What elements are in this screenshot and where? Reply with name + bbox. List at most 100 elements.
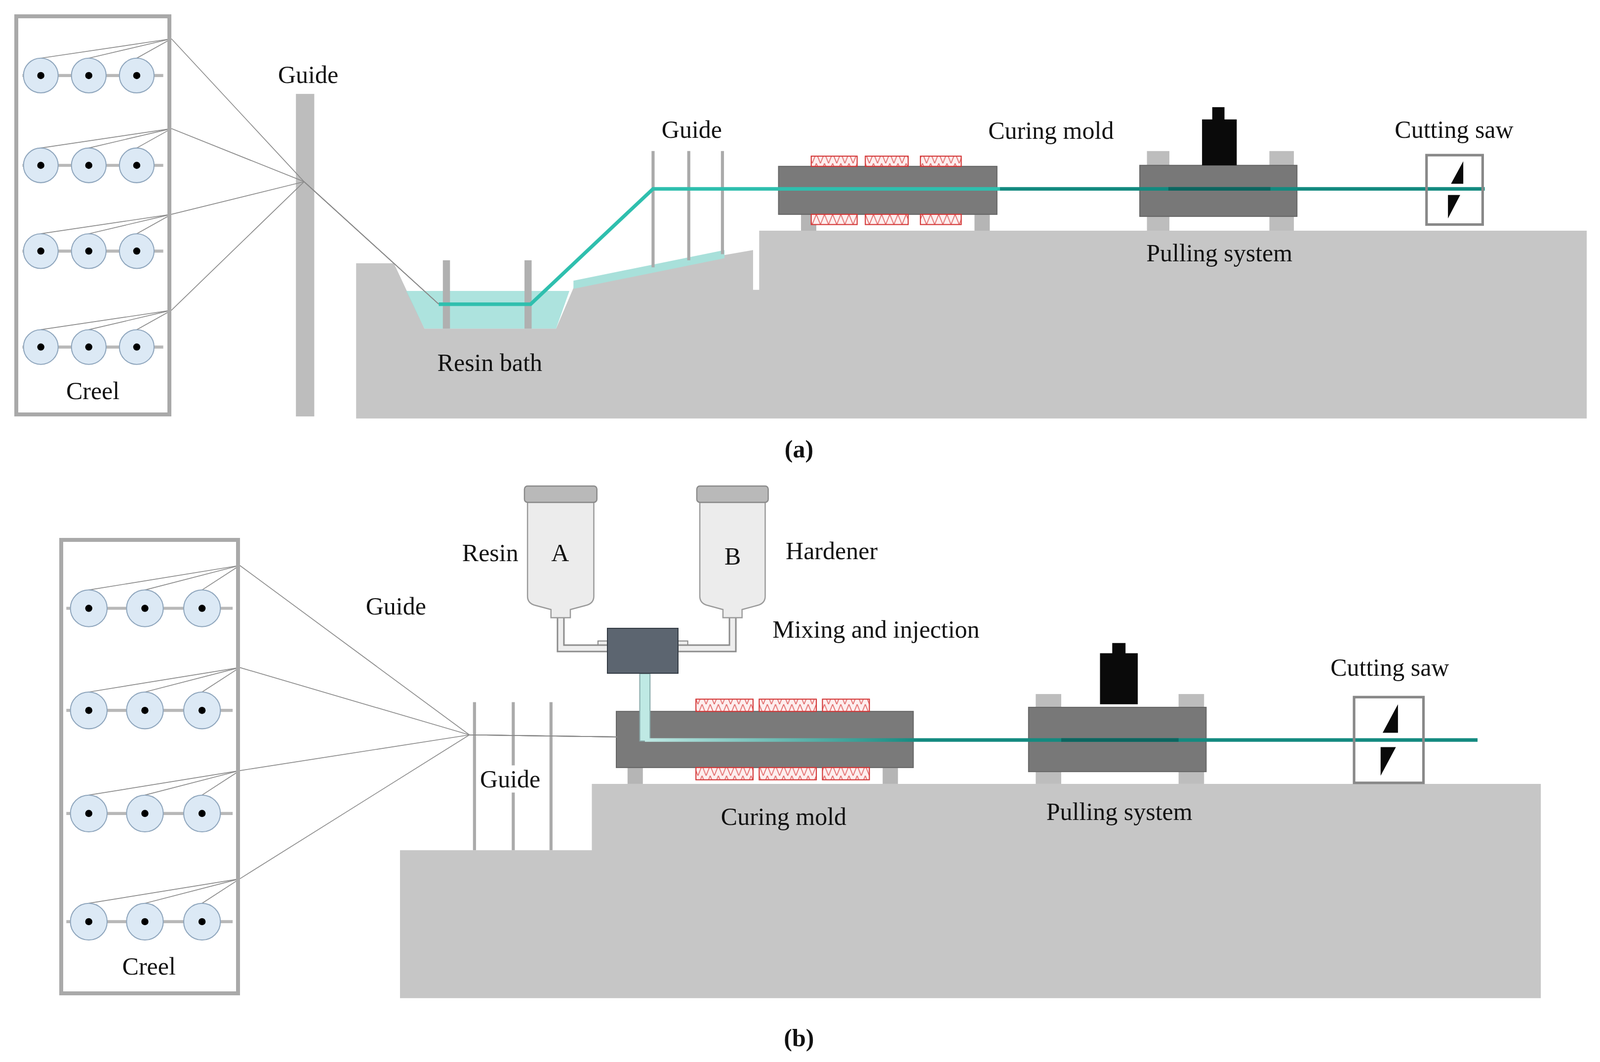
actuator	[1212, 107, 1225, 121]
mold-foot	[882, 767, 898, 784]
guide-post	[295, 93, 315, 417]
fiber-strand	[171, 39, 439, 305]
spool	[183, 691, 221, 729]
spool	[119, 329, 155, 364]
node-text: A	[551, 539, 569, 567]
puller-body	[1139, 165, 1297, 217]
spool-hub	[133, 247, 141, 255]
spool-hub	[37, 247, 44, 255]
heater	[759, 698, 817, 712]
machine-base	[356, 230, 1587, 419]
fiber-strand	[240, 667, 618, 737]
heater	[811, 214, 858, 225]
fiber-strand	[40, 128, 172, 148]
creel-frame: Creel	[59, 537, 240, 996]
spool	[23, 233, 59, 269]
spool	[183, 589, 221, 627]
fiber-strand	[88, 128, 172, 148]
spool-hub	[85, 604, 93, 612]
spool-hub	[85, 343, 93, 351]
part-label: Curing mold	[720, 802, 847, 831]
fiber-strand	[40, 214, 172, 234]
heater	[822, 698, 870, 712]
fiber-strand	[201, 667, 240, 692]
fiber-strand	[88, 565, 240, 591]
panel-label: (b)	[783, 1024, 814, 1052]
spool	[71, 329, 107, 364]
bath-guide	[442, 260, 450, 329]
spool	[71, 148, 107, 183]
resin-ramp	[573, 249, 725, 289]
heater	[920, 156, 962, 167]
heater	[865, 214, 909, 225]
pipe-core	[678, 616, 733, 649]
fiber	[644, 737, 1478, 742]
actuator	[1112, 642, 1126, 656]
fiber-strand	[144, 667, 240, 692]
node-text: Creel	[66, 377, 120, 405]
part-label: Curing mold	[988, 117, 1114, 145]
resin-bottle: ResinA	[524, 485, 598, 618]
spool-group	[22, 39, 618, 941]
spool	[23, 148, 59, 183]
fiber	[1168, 187, 1271, 191]
mold-foot	[627, 767, 643, 784]
saw-blade	[1450, 160, 1464, 184]
bath-guide	[524, 260, 532, 329]
heater	[695, 698, 754, 712]
spool-hub	[133, 161, 141, 169]
saw-blade	[1380, 747, 1397, 776]
feed-pipe	[560, 616, 607, 649]
spool-hub	[85, 247, 93, 255]
bottle-cap	[696, 485, 769, 503]
spool-hub	[85, 72, 93, 80]
spool	[126, 691, 163, 729]
part-label: Cutting saw	[1330, 653, 1449, 681]
spool	[183, 795, 221, 832]
spool	[70, 795, 108, 832]
spool	[126, 589, 163, 627]
fiber-strand	[136, 128, 172, 148]
spool-hub	[85, 918, 93, 925]
guide-post	[720, 151, 724, 255]
fiber-strand	[88, 667, 240, 692]
spool-hub	[141, 706, 149, 714]
spool	[119, 233, 155, 269]
fiber	[1061, 737, 1179, 742]
heater	[865, 156, 909, 167]
pipe-core	[560, 616, 607, 649]
fiber-strand	[144, 565, 240, 591]
fiber-strand	[201, 878, 240, 904]
fiber-strand	[88, 310, 172, 330]
cutting-saw	[1354, 696, 1424, 783]
spool	[70, 903, 108, 940]
spool-hub	[198, 604, 206, 612]
part-label: Guide	[278, 60, 339, 88]
saw-blade	[1447, 195, 1461, 219]
spool	[71, 233, 107, 269]
spool-hub	[198, 809, 206, 817]
bottle-cap	[524, 485, 598, 503]
spool-hub	[37, 343, 44, 351]
fiber-strand	[201, 770, 240, 796]
part-label: Pulling system	[1046, 797, 1193, 825]
spool-hub	[85, 809, 93, 817]
fiber-strand	[171, 181, 439, 311]
fiber-strand	[240, 734, 618, 771]
spool-hub	[141, 918, 149, 925]
heater	[695, 767, 754, 780]
feed-pipe	[678, 616, 733, 649]
fiber-strand	[136, 310, 172, 330]
part-label: Guide	[477, 764, 544, 793]
spool-hub	[85, 161, 93, 169]
spool	[126, 903, 163, 940]
spool-hub	[37, 72, 44, 80]
fiber-strand	[88, 39, 172, 59]
guide-post	[549, 702, 553, 851]
fiber	[439, 188, 1000, 304]
spool	[183, 903, 221, 940]
cutting-saw	[1426, 155, 1483, 225]
spool-hub	[198, 918, 206, 925]
